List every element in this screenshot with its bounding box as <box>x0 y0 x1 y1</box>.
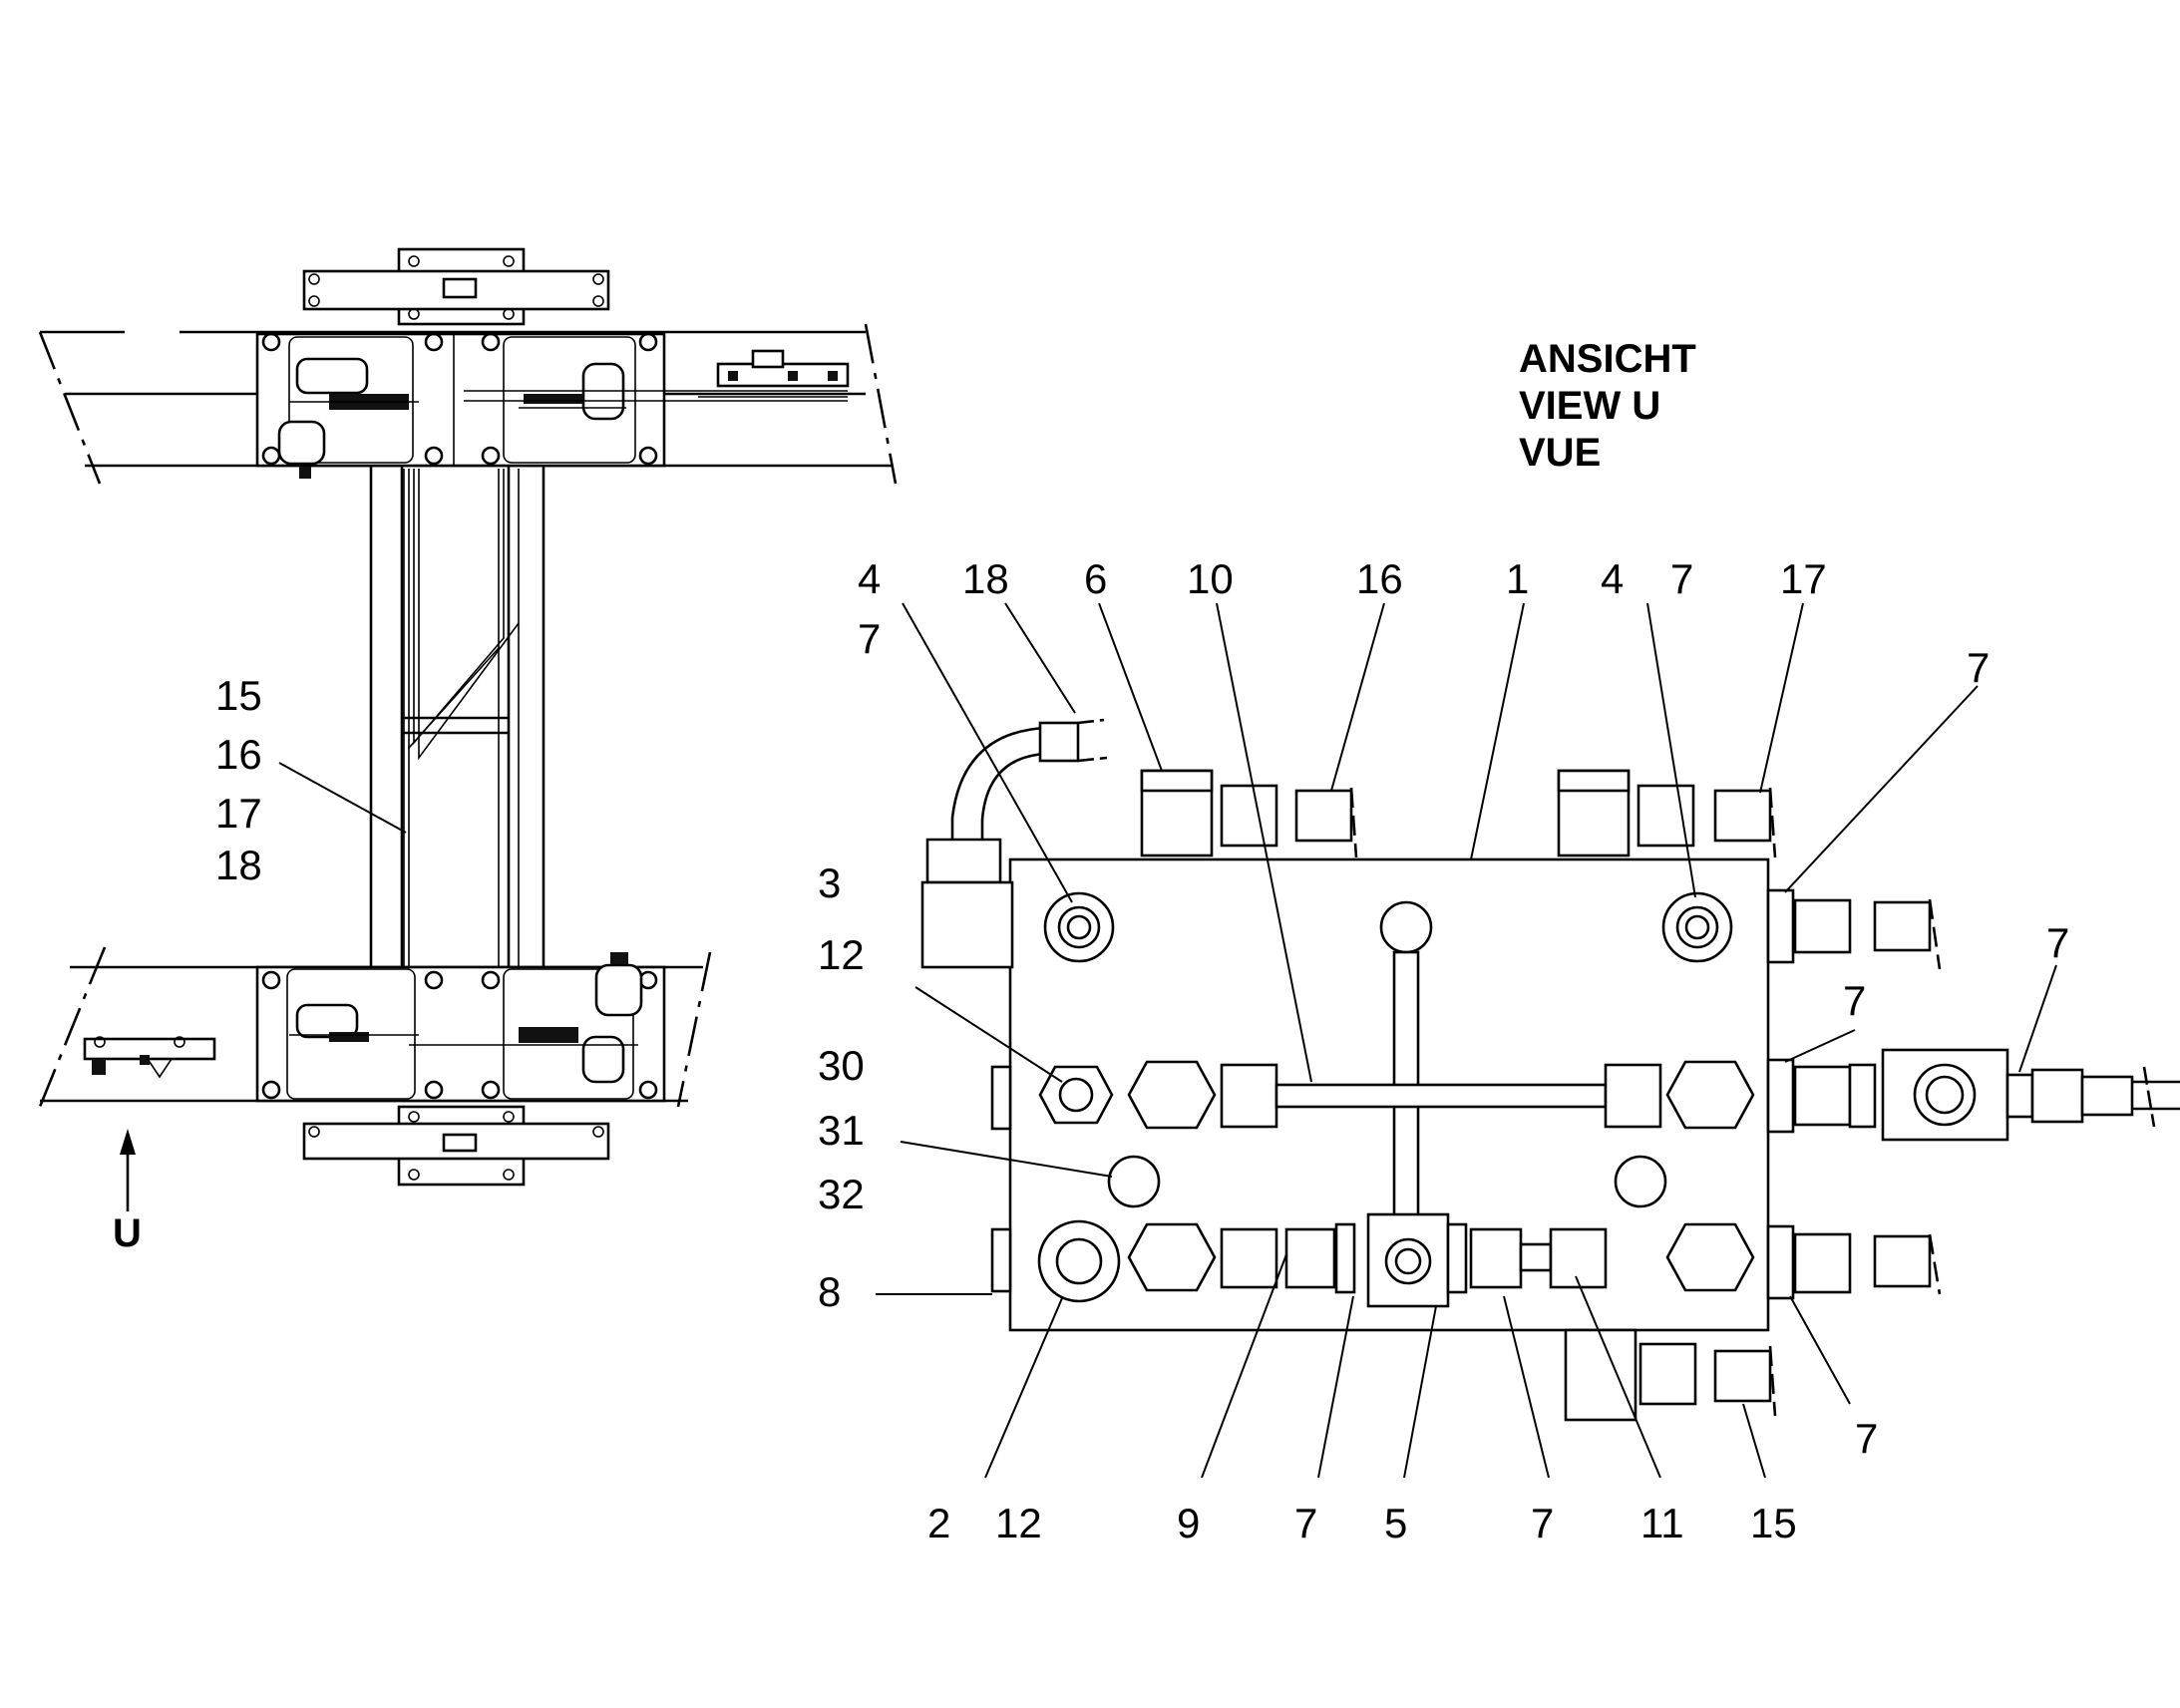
callout-7-top-left: 7 <box>858 615 881 662</box>
upper-valve-unit <box>698 349 850 398</box>
callout-6: 6 <box>1084 555 1107 602</box>
view-arrow-label: U <box>113 1211 142 1255</box>
upper-mount-plates <box>255 332 848 479</box>
manifold-block <box>876 718 2180 1422</box>
callout-7-right-a: 7 <box>1967 644 1990 691</box>
hose-bundle <box>403 469 520 977</box>
callout-labels: 4 7 18 6 10 16 1 4 7 17 7 7 7 7 3 12 30 … <box>818 555 2069 1546</box>
label-hose-15: 15 <box>215 672 262 719</box>
callout-11: 11 <box>1640 1500 1684 1546</box>
callout-4-top-left: 4 <box>858 555 881 602</box>
hose-leader-line <box>278 762 407 834</box>
callout-12-left: 12 <box>818 931 865 978</box>
side-rails <box>369 466 545 967</box>
callout-16: 16 <box>1356 555 1403 602</box>
lower-valve-unit <box>83 1036 216 1079</box>
callout-1: 1 <box>1506 555 1529 602</box>
callout-10: 10 <box>1187 555 1234 602</box>
view-title-ansicht: ANSICHT <box>1519 337 1696 381</box>
callout-7-bottom-a: 7 <box>1294 1500 1317 1546</box>
top-bracket <box>302 247 610 326</box>
callout-31: 31 <box>818 1107 865 1154</box>
callout-12-bottom: 12 <box>995 1500 1042 1546</box>
view-arrow-u: U <box>113 1129 142 1255</box>
callout-9: 9 <box>1177 1500 1200 1546</box>
label-hose-18: 18 <box>215 842 262 888</box>
label-hose-16: 16 <box>215 731 262 778</box>
bottom-bracket <box>302 1105 610 1187</box>
callout-18: 18 <box>962 555 1009 602</box>
view-title: ANSICHT VIEW U VUE <box>1519 337 1696 475</box>
callout-leaders <box>900 602 2057 1479</box>
callout-17: 17 <box>1780 555 1827 602</box>
frame-top-view: 15 16 17 18 U <box>38 247 898 1255</box>
callout-2: 2 <box>927 1500 950 1546</box>
label-hose-17: 17 <box>215 790 262 837</box>
callout-5: 5 <box>1384 1500 1407 1546</box>
view-title-vue: VUE <box>1519 431 1601 475</box>
callout-8: 8 <box>818 1268 841 1315</box>
callout-7-right-c: 7 <box>1843 977 1866 1024</box>
view-title-view-u: VIEW U <box>1519 384 1660 428</box>
callout-7-bottom-b: 7 <box>1531 1500 1554 1546</box>
callout-7-top-right: 7 <box>1670 555 1693 602</box>
lower-mount-plates <box>255 952 666 1103</box>
callout-30: 30 <box>818 1042 865 1089</box>
callout-4-top-right: 4 <box>1601 555 1624 602</box>
callout-3: 3 <box>818 859 841 906</box>
callout-32: 32 <box>818 1171 865 1217</box>
callout-7-right-d: 7 <box>1855 1415 1878 1462</box>
callout-7-right-b: 7 <box>2046 919 2069 966</box>
callout-15: 15 <box>1750 1500 1797 1546</box>
